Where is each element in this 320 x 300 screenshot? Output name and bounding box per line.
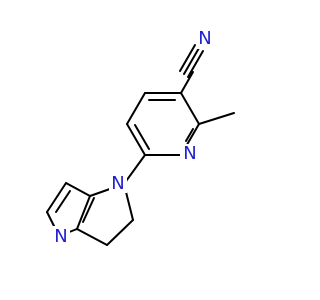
pyr-bond-c5-c6 — [126, 123, 146, 156]
fused-double-1 — [55, 190, 71, 213]
pyr-double-2 — [134, 124, 150, 150]
pyridine-n-bg — [180, 144, 198, 164]
ring-n-bg — [52, 226, 70, 246]
pyr-to-indoline-bond — [123, 154, 146, 185]
ring-n-label: N — [54, 226, 67, 247]
molecule-structure: N N N N — [46, 28, 235, 247]
fused-c7a-c7 — [65, 182, 91, 197]
indoline-n-label: N — [111, 173, 124, 194]
methyl-bond — [198, 112, 235, 125]
indoline-c3a-c7a — [76, 195, 91, 230]
indoline-ch2-ch2 — [106, 219, 134, 246]
fused-c7-c6 — [46, 182, 67, 213]
pyr-bond-c4-c5 — [126, 92, 146, 125]
indoline-n-bg — [109, 173, 127, 193]
nitrile-attachment — [180, 71, 194, 94]
pyr-bond-c2-c3 — [180, 92, 200, 125]
fused-double-2 — [82, 197, 95, 223]
nitrile-bond-2 — [187, 50, 204, 78]
pyr-double-3 — [185, 128, 194, 142]
nitrile-n-bg — [197, 29, 215, 49]
nitrile-bond-1 — [183, 47, 200, 75]
pyridine-n-label: N — [183, 143, 196, 164]
nitrile-bond-3 — [179, 44, 196, 72]
nitrile-n-label: N — [198, 28, 211, 49]
indoline-ch2-c3a — [76, 228, 108, 246]
